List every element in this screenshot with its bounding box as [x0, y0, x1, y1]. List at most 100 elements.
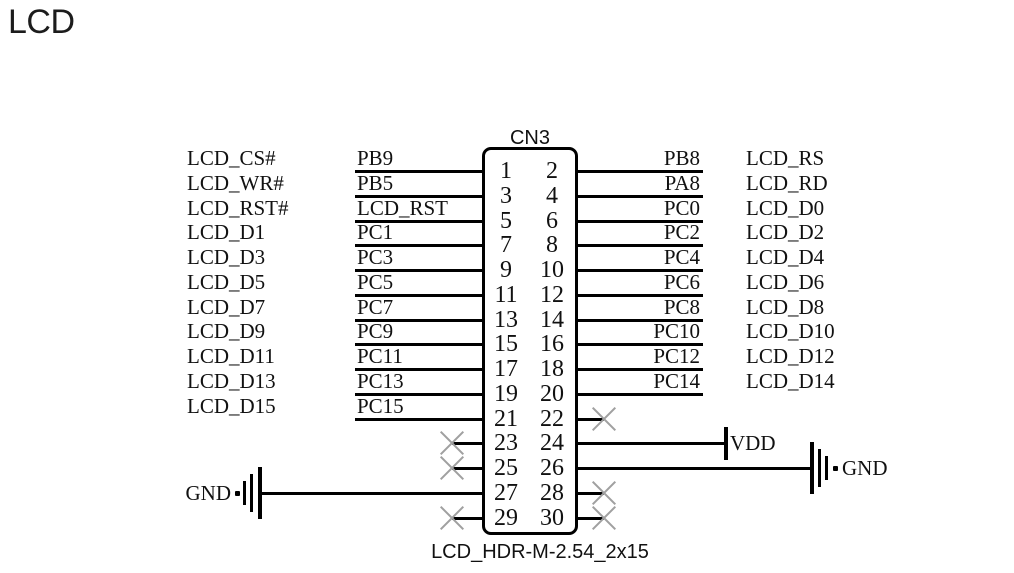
- net-label-PC3: PC3: [357, 245, 394, 269]
- net-label-PC1: PC1: [357, 220, 394, 244]
- gnd-pin-dot: [833, 465, 838, 471]
- pin-4-wire: [578, 195, 703, 198]
- signal-label-LCD_CS#: LCD_CS#: [187, 146, 276, 170]
- connector-designator: CN3: [509, 127, 550, 149]
- signal-label-LCD_D7: LCD_D7: [187, 295, 266, 319]
- pin-10-wire: [578, 269, 703, 272]
- pin-number-24: 24: [540, 430, 564, 456]
- signal-label-LCD_RD: LCD_RD: [746, 171, 828, 195]
- no-connect-icon-pin-23: [439, 430, 465, 456]
- pin-number-28: 28: [540, 480, 564, 506]
- net-label-PC15: PC15: [357, 394, 404, 418]
- pin-number-5: 5: [500, 208, 512, 234]
- pin-13-wire: [355, 319, 482, 322]
- pin-number-23: 23: [494, 430, 518, 456]
- signal-label-LCD_D6: LCD_D6: [746, 270, 825, 294]
- signal-label-LCD_D13: LCD_D13: [187, 369, 276, 393]
- pin-14-wire: [578, 319, 703, 322]
- net-label-PC5: PC5: [357, 270, 394, 294]
- pin-6-wire: [578, 220, 703, 223]
- pin-number-12: 12: [540, 282, 564, 308]
- signal-label-LCD_D2: LCD_D2: [746, 220, 825, 244]
- pin-22-stub: [578, 418, 604, 421]
- pin-23-stub: [452, 442, 482, 445]
- pin-25-stub: [452, 467, 482, 470]
- signal-label-LCD_D14: LCD_D14: [746, 369, 835, 393]
- net-label-PB5: PB5: [357, 171, 394, 195]
- net-label-PA8: PA8: [664, 171, 700, 195]
- net-label-PC12: PC12: [653, 344, 700, 368]
- pin-number-29: 29: [494, 505, 518, 531]
- pin-number-7: 7: [500, 232, 512, 258]
- net-label-PB8: PB8: [663, 146, 700, 170]
- net-label-PC9: PC9: [357, 319, 394, 343]
- signal-label-LCD_D1: LCD_D1: [187, 220, 266, 244]
- net-label-PB9: PB9: [357, 146, 394, 170]
- no-connect-icon-pin-29: [439, 505, 465, 531]
- signal-label-LCD_D3: LCD_D3: [187, 245, 266, 269]
- pin-number-19: 19: [494, 381, 518, 407]
- pin-number-6: 6: [546, 208, 558, 234]
- gnd-pin-dot: [235, 490, 240, 496]
- pin-20-wire: [578, 393, 703, 396]
- pin-28-stub: [578, 492, 604, 495]
- pin-15-wire: [355, 343, 482, 346]
- pin-number-21: 21: [494, 406, 518, 432]
- pin-number-11: 11: [494, 282, 518, 308]
- signal-label-LCD_D10: LCD_D10: [746, 319, 835, 343]
- no-connect-icon-pin-28: [591, 480, 617, 506]
- gnd-bar: [825, 456, 828, 480]
- connector-part-label: LCD_HDR-M-2.54_2x15: [431, 541, 649, 563]
- signal-label-LCD_D4: LCD_D4: [746, 245, 825, 269]
- pin-number-2: 2: [546, 158, 558, 184]
- pin-number-27: 27: [494, 480, 518, 506]
- signal-label-LCD_RS: LCD_RS: [746, 146, 825, 170]
- pin-9-wire: [355, 269, 482, 272]
- pin-30-stub: [578, 517, 604, 520]
- signal-label-LCD_D12: LCD_D12: [746, 344, 835, 368]
- gnd-bar: [250, 474, 253, 512]
- pin-number-26: 26: [540, 455, 564, 481]
- net-label-PC11: PC11: [357, 344, 403, 368]
- pin-number-9: 9: [500, 257, 512, 283]
- pin-24-wire: [578, 442, 724, 445]
- pin-number-22: 22: [540, 406, 564, 432]
- pin-number-4: 4: [546, 183, 558, 209]
- signal-label-LCD_WR#: LCD_WR#: [187, 171, 284, 195]
- net-label-PC7: PC7: [357, 295, 394, 319]
- net-label-PC6: PC6: [663, 270, 700, 294]
- signal-label-LCD_D15: LCD_D15: [187, 394, 276, 418]
- gnd-label-right: GND: [842, 456, 888, 480]
- gnd-bar: [243, 481, 246, 505]
- vdd-label: VDD: [730, 431, 776, 455]
- pin-number-20: 20: [540, 381, 564, 407]
- net-label-PC14: PC14: [653, 369, 700, 393]
- signal-label-LCD_D11: LCD_D11: [187, 344, 275, 368]
- pin-11-wire: [355, 294, 482, 297]
- gnd-bar: [810, 442, 814, 494]
- pin-7-wire: [355, 244, 482, 247]
- net-label-PC10: PC10: [653, 319, 700, 343]
- pin-26-wire: [578, 467, 810, 470]
- pin-number-17: 17: [494, 356, 518, 382]
- no-connect-icon-pin-22: [591, 406, 617, 432]
- signal-label-LCD_D0: LCD_D0: [746, 196, 825, 220]
- pin-number-3: 3: [500, 183, 512, 209]
- pin-number-30: 30: [540, 505, 564, 531]
- pin-17-wire: [355, 368, 482, 371]
- net-label-PC8: PC8: [663, 295, 700, 319]
- pin-number-8: 8: [546, 232, 558, 258]
- page-title: LCD: [8, 3, 75, 41]
- pin-27-wire: [262, 492, 482, 495]
- connector-body: [482, 147, 578, 535]
- pin-16-wire: [578, 343, 703, 346]
- pin-3-wire: [355, 195, 482, 198]
- no-connect-icon-pin-30: [591, 505, 617, 531]
- pin-1-wire: [355, 170, 482, 173]
- pin-12-wire: [578, 294, 703, 297]
- gnd-bar: [258, 467, 262, 519]
- signal-label-LCD_D9: LCD_D9: [187, 319, 266, 343]
- pin-5-wire: [355, 220, 482, 223]
- pin-number-18: 18: [540, 356, 564, 382]
- pin-number-10: 10: [540, 257, 564, 283]
